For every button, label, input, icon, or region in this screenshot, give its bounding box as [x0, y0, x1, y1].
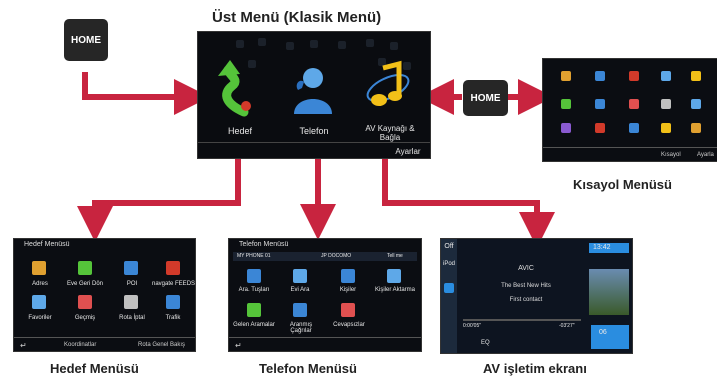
destination-item-favorites[interactable]: Favoriler: [28, 315, 52, 321]
progress-bar[interactable]: [463, 319, 581, 321]
top-menu-label-av-line2: Bağla: [379, 133, 401, 142]
phone-person-icon[interactable]: [290, 64, 336, 116]
phone-item-keypad[interactable]: Ara. Tuşları: [238, 287, 270, 293]
av-time: 13:42: [593, 244, 611, 251]
destination-item-home[interactable]: Eve Geri Dön: [66, 281, 103, 287]
av-source: AVIC: [518, 265, 534, 272]
album-art-image: [589, 269, 629, 315]
arrow-to-destination: [77, 140, 241, 242]
destination-item-icons: [32, 261, 180, 309]
phone-item-incoming[interactable]: Gelen Aramalar: [233, 322, 275, 328]
phone-footer: ↵: [229, 337, 421, 351]
destination-footer-right[interactable]: Rota Genel Bakış: [138, 342, 186, 348]
destination-footer-left[interactable]: Koordinatlar: [64, 342, 97, 348]
top-menu-settings-label[interactable]: Ayarlar: [395, 147, 421, 156]
phone-screen-title: Telefon Menüsü: [239, 241, 289, 248]
phone-item-transfer-contacts[interactable]: Kişiler Aktarma: [374, 287, 415, 293]
shortcut-menu-title: Kısayol Menüsü: [573, 177, 672, 192]
av-screen: Off iPod 13:42 AVIC The Best New Hits Fi…: [440, 238, 633, 354]
phone-item-missed[interactable]: Cevapsızlar: [333, 322, 365, 328]
phone-status-mid: JP DOCOMO: [321, 253, 352, 259]
av-left-tabs: [441, 239, 457, 353]
av-screen-title: AV işletim ekranı: [483, 361, 587, 376]
back-icon[interactable]: ↵: [235, 340, 242, 350]
av-artist: First contact: [509, 297, 543, 303]
av-tab-off[interactable]: Off: [444, 243, 454, 250]
phone-menu-screen: Telefon Menüsü MY PHONE 01 JP DOCOMO Tel…: [228, 238, 422, 352]
top-menu-label-telefon: Telefon: [299, 126, 329, 136]
av-elapsed: 0:00'05": [463, 323, 482, 329]
shortcut-footer-left[interactable]: Kısayol: [661, 152, 681, 158]
destination-item-traffic[interactable]: Trafik: [165, 315, 181, 321]
home-button-center[interactable]: HOME: [463, 80, 508, 116]
music-note-icon[interactable]: [363, 60, 413, 114]
destination-item-history[interactable]: Geçmiş: [74, 315, 96, 321]
phone-status-bar: [233, 252, 417, 261]
top-menu-label-hedef: Hedef: [227, 126, 253, 136]
top-menu-title: Üst Menü (Klasik Menü): [212, 9, 382, 26]
destination-item-poi[interactable]: POI: [126, 281, 138, 287]
background-icon-grid: [236, 38, 411, 70]
av-remaining: -03'27": [559, 323, 575, 329]
shortcut-menu-screen: Kısayol Ayarla: [542, 58, 717, 162]
top-menu-screen: Hedef Telefon AV Kaynağı & Bağla Ayarlar: [197, 31, 431, 159]
destination-menu-screen: Hedef Menüsü Adres Eve Geri Dön POI navg…: [13, 238, 196, 352]
phone-menu-title: Telefon Menüsü: [259, 361, 357, 376]
top-menu-footer-divider: [198, 142, 430, 143]
phone-item-dialed[interactable]: Aranmış Çağrılar: [289, 322, 313, 334]
av-eq-label[interactable]: EQ: [481, 340, 490, 346]
destination-item-cancel-route[interactable]: Rota İptal: [119, 315, 145, 321]
phone-item-icons: [247, 269, 401, 317]
arrow-to-av: [382, 140, 555, 248]
av-track-count: 06: [599, 329, 607, 336]
av-tab-ipod[interactable]: iPod: [442, 261, 455, 267]
top-menu-label-av-line1: AV Kaynağı &: [365, 124, 415, 133]
destination-screen-title: Hedef Menüsü: [24, 241, 70, 248]
shortcut-icon-grid: [561, 71, 701, 133]
destination-item-address[interactable]: Adres: [32, 281, 48, 287]
shortcut-footer-right[interactable]: Ayarla: [697, 152, 714, 158]
destination-menu-title: Hedef Menüsü: [50, 361, 139, 376]
av-time-box: [589, 243, 629, 253]
av-song: The Best New Hits: [501, 283, 551, 289]
shortcut-footer: Kısayol Ayarla: [543, 147, 717, 161]
home-button[interactable]: HOME: [64, 19, 108, 61]
phone-status-right: Tell me: [387, 253, 403, 259]
destination-item-feeds[interactable]: navgate FEEDS: [152, 281, 196, 287]
destination-footer: ↵ Koordinatlar Rota Genel Bakış: [14, 337, 195, 351]
arrow-home-to-top-menu: [82, 72, 210, 115]
phone-item-contacts[interactable]: Kişiler: [339, 287, 357, 293]
phone-status-left: MY PHONE 01: [237, 253, 271, 259]
av-track-box: [591, 325, 629, 349]
back-icon[interactable]: ↵: [20, 340, 27, 350]
bluetooth-icon[interactable]: [444, 283, 454, 293]
phone-item-call-home[interactable]: Evi Ara: [290, 287, 310, 293]
destination-arrow-icon[interactable]: [216, 58, 262, 117]
